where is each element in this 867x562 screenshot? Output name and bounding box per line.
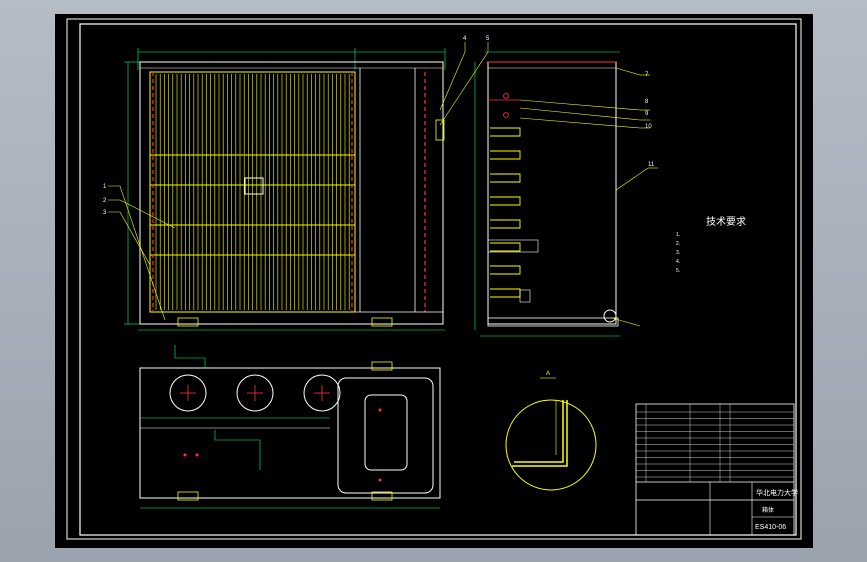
section-detail bbox=[505, 377, 597, 491]
outer-frame bbox=[66, 18, 802, 540]
title-block-drawing-number: ES410-06 bbox=[755, 524, 786, 531]
side-view bbox=[474, 51, 658, 337]
side-rung bbox=[490, 265, 521, 275]
callout-5: 5 bbox=[486, 36, 490, 42]
title-block-university: 华北电力大学 bbox=[756, 488, 798, 497]
callout-3: 3 bbox=[103, 210, 107, 216]
tech-requirements-title: 技术要求 bbox=[706, 215, 746, 228]
callout-1: 1 bbox=[103, 184, 107, 190]
tech-item-1: 1. bbox=[676, 232, 680, 238]
callout-11: 11 bbox=[648, 162, 655, 168]
side-rung bbox=[490, 173, 521, 183]
section-label: A bbox=[546, 371, 550, 377]
title-block-drawing-name: 箱体 bbox=[762, 506, 774, 514]
callout-2: 2 bbox=[103, 198, 107, 204]
side-rung bbox=[490, 219, 521, 229]
callout-4: 4 bbox=[463, 36, 467, 42]
tech-item-4: 4. bbox=[676, 259, 680, 265]
tech-item-5: 5. bbox=[676, 268, 680, 274]
tech-item-3: 3. bbox=[676, 250, 680, 256]
side-rung bbox=[490, 288, 521, 298]
callout-7: 7 bbox=[645, 72, 649, 78]
callout-10: 10 bbox=[645, 124, 652, 130]
side-rung bbox=[490, 127, 521, 137]
side-rung bbox=[490, 150, 521, 160]
inner-frame bbox=[79, 23, 797, 536]
plan-view bbox=[139, 345, 441, 509]
callout-8: 8 bbox=[645, 99, 649, 105]
front-view bbox=[108, 42, 489, 331]
side-rung bbox=[490, 242, 521, 252]
tech-item-2: 2. bbox=[676, 241, 680, 247]
callout-9: 9 bbox=[645, 111, 649, 117]
side-rung bbox=[490, 196, 521, 206]
title-block bbox=[635, 403, 795, 536]
